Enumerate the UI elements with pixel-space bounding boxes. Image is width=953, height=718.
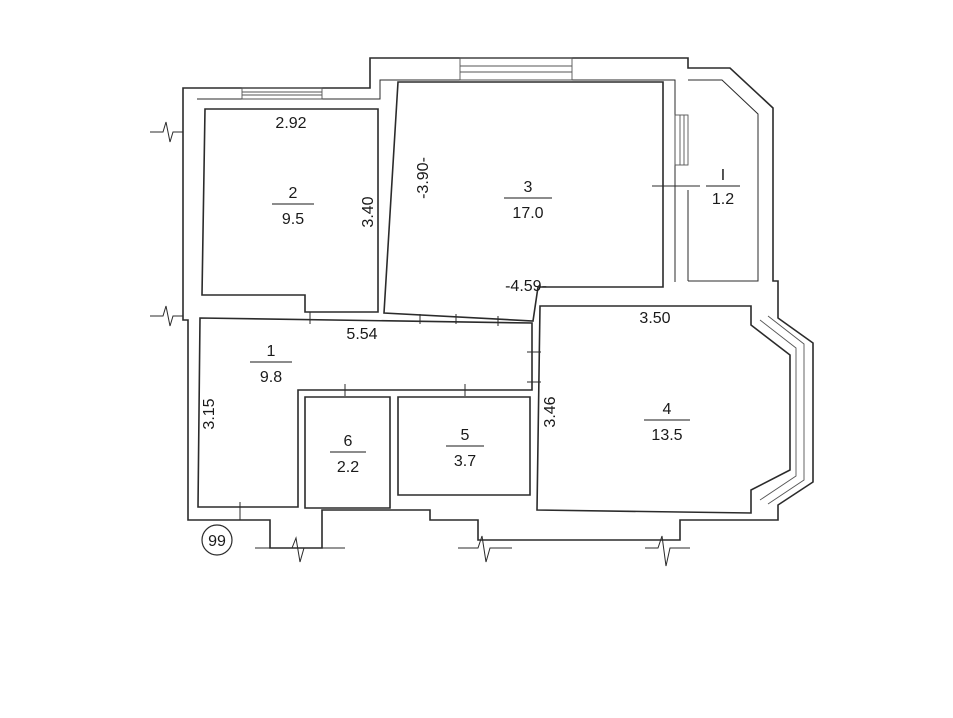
svg-text:1: 1 [267,343,276,360]
svg-text:17.0: 17.0 [512,205,543,222]
dim-room3-width: -4.59- [505,278,547,295]
svg-text:4: 4 [663,401,672,418]
svg-text:6: 6 [344,433,353,450]
break-marks [150,121,690,567]
room-6-outline [304,396,391,509]
door-ticks [239,185,700,520]
svg-text:13.5: 13.5 [651,427,682,444]
room-label-2: 2 9.5 [272,185,314,228]
svg-text:5: 5 [461,427,470,444]
room-3-outline [383,81,664,322]
dim-room1-width: 5.54 [346,326,377,343]
room-walls [197,81,791,514]
windows [241,57,689,166]
dim-room4-height: 3.46 [542,396,559,427]
svg-text:2.2: 2.2 [337,459,359,476]
room-label-4: 4 13.5 [644,401,690,444]
room-1-outline [197,317,533,508]
room-label-I: I 1.2 [706,167,740,208]
room-label-3: 3 17.0 [504,179,552,222]
room-label-1: 1 9.8 [250,343,292,386]
svg-text:9.8: 9.8 [260,369,282,386]
svg-text:I: I [721,167,725,184]
dim-room1-height: 3.15 [201,398,218,429]
svg-text:99: 99 [208,533,226,550]
svg-text:2: 2 [289,185,298,202]
dim-room2-width: 2.92 [275,115,306,132]
dim-room4-width: 3.50 [639,310,670,327]
svg-text:3: 3 [524,179,533,196]
dim-room2-height: 3.40 [360,196,377,227]
dim-room3-height: -3.90- [415,157,432,199]
room-5-outline [397,396,531,496]
dimension-labels: 2.92 3.40 -3.90- -4.59- 5.54 3.15 3.50 3… [201,115,671,430]
room-label-6: 6 2.2 [330,433,366,476]
svg-text:1.2: 1.2 [712,191,734,208]
sheet-number-badge: 99 [201,524,233,556]
room-4-outline [536,305,791,514]
room-label-5: 5 3.7 [446,427,484,470]
svg-text:3.7: 3.7 [454,453,476,470]
room-2-outline [201,108,379,313]
svg-text:9.5: 9.5 [282,211,304,228]
